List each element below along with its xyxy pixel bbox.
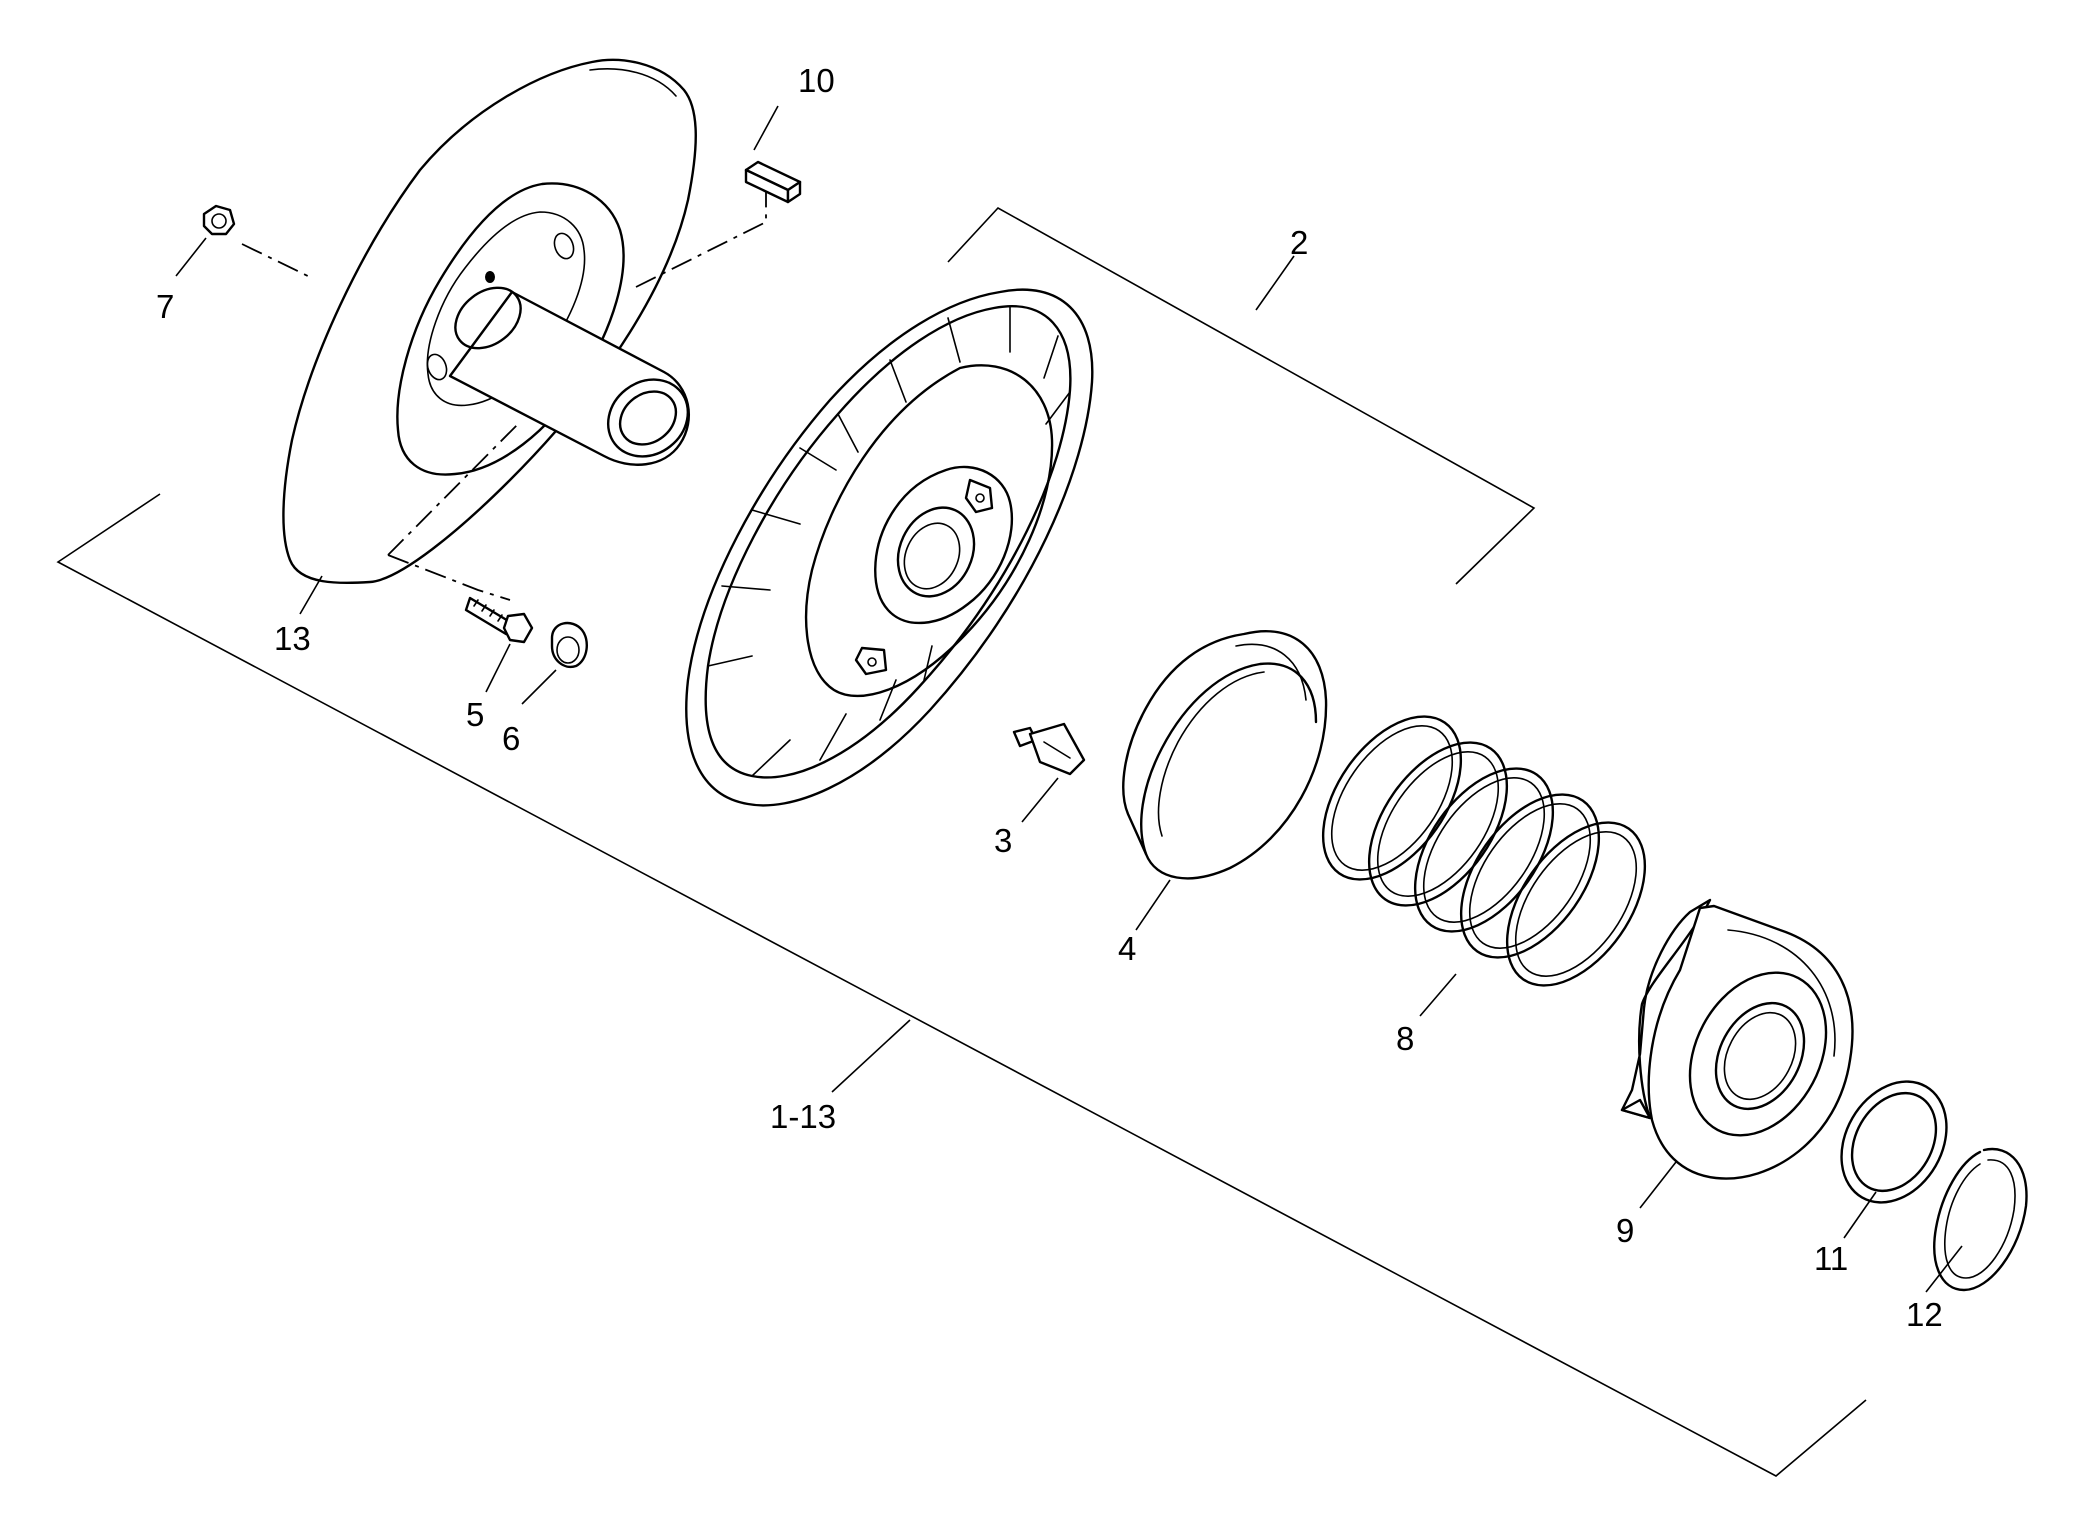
part-4-ring <box>1122 630 1328 880</box>
callout-12: 12 <box>1906 1296 1943 1333</box>
callout-6: 6 <box>502 720 520 757</box>
bracket-1-13 <box>56 493 1867 1477</box>
part-9-cam <box>1620 898 1854 1180</box>
callout-5: 5 <box>466 696 484 733</box>
callout-10: 10 <box>798 62 835 99</box>
callout-13: 13 <box>274 620 311 657</box>
bracket-2 <box>947 206 1536 585</box>
part-6-cap-nut <box>550 621 588 669</box>
leader-lines <box>175 105 1963 1293</box>
callout-7: 7 <box>156 288 174 325</box>
callout-9: 9 <box>1616 1212 1634 1249</box>
callout-2: 2 <box>1290 224 1308 261</box>
part-10-key <box>744 160 802 204</box>
assembly-guides <box>241 190 767 601</box>
callout-3: 3 <box>994 822 1012 859</box>
callout-4: 4 <box>1118 930 1136 967</box>
callout-8: 8 <box>1396 1020 1414 1057</box>
callout-1-13: 1-13 <box>770 1098 836 1135</box>
callout-11: 11 <box>1814 1240 1848 1277</box>
part-7-nut <box>202 204 236 236</box>
part-12-circlip <box>1933 1147 2028 1292</box>
part-3-slider <box>1012 722 1086 776</box>
part-11-washer <box>1840 1080 1948 1204</box>
callout-labels: 10 2 7 13 5 6 3 4 8 1-13 9 11 12 <box>156 62 1943 1333</box>
part-5-bolt <box>464 596 534 644</box>
part-13-fixed-sheave <box>282 58 697 585</box>
part-8-spring <box>1321 715 1647 987</box>
part-2-movable-sheave <box>685 288 1094 807</box>
